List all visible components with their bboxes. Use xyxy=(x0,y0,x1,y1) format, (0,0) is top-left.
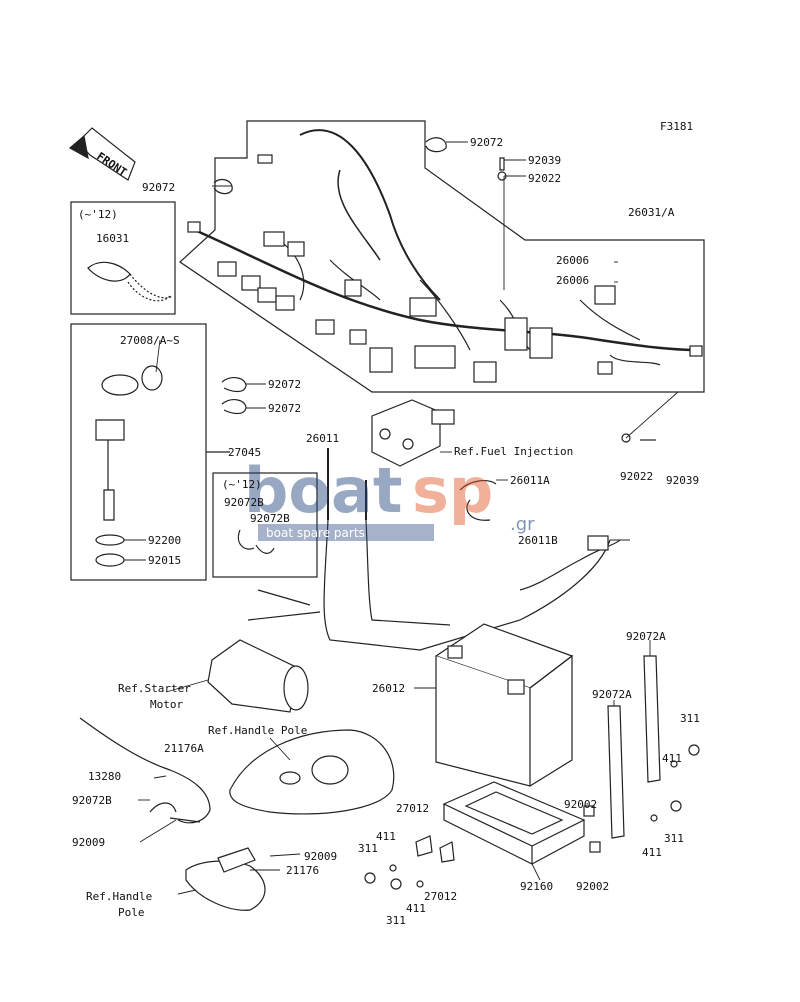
ignition-box xyxy=(70,323,207,581)
label-92072B-c: 92072B xyxy=(72,794,112,807)
label-92072-c1: 92072 xyxy=(268,378,301,391)
main-harness xyxy=(189,226,699,352)
label-26012: 26012 xyxy=(372,682,405,695)
label-27045: 27045 xyxy=(228,446,261,459)
starter-motor xyxy=(207,589,321,713)
strap-short xyxy=(607,705,625,839)
battery-26012 xyxy=(434,623,574,787)
label-311-d: 311 xyxy=(386,914,406,927)
label-92039-top: 92039 xyxy=(528,154,561,167)
label-92009-a: 92009 xyxy=(72,836,105,849)
label-27012-a: 27012 xyxy=(396,802,429,815)
label-311-b: 311 xyxy=(664,832,684,845)
label-92022-top: 92022 xyxy=(528,172,561,185)
harness-connectors xyxy=(187,154,703,383)
label-ref-fuel-injection: Ref.Fuel Injection xyxy=(454,445,573,458)
label-92072A-b: 92072A xyxy=(592,688,632,701)
label-26006-b: 26006 xyxy=(556,274,589,287)
label-27008: 27008/A~S xyxy=(120,334,180,347)
variant-note: (~'12) xyxy=(78,208,118,221)
watermark-brand-a: boat xyxy=(244,454,402,527)
label-26011B: 26011B xyxy=(518,534,558,547)
label-27012-b: 27012 xyxy=(424,890,457,903)
label-92072-left: 92072 xyxy=(142,181,175,194)
label-26006-a: 26006 xyxy=(556,254,589,267)
label-92072-top: 92072 xyxy=(470,136,503,149)
variant-note-2: (~'12) xyxy=(222,478,262,491)
battery-tray xyxy=(442,781,586,865)
hardware-parts xyxy=(364,157,700,890)
label-13280: 13280 xyxy=(88,770,121,783)
label-411-d: 411 xyxy=(406,902,426,915)
label-92009-b: 92009 xyxy=(304,850,337,863)
label-21176A: 21176A xyxy=(164,742,204,755)
lanyard-box xyxy=(70,201,176,315)
label-ref-handle-pole-top: Ref.Handle Pole xyxy=(208,724,307,737)
label-92002-b: 92002 xyxy=(576,880,609,893)
strap-long xyxy=(643,655,661,783)
label-26011: 26011 xyxy=(306,432,339,445)
harness-frame xyxy=(179,120,705,393)
watermark: boat sp .gr boat spare parts xyxy=(244,454,535,541)
label-ref-starter: Ref.Starter xyxy=(118,682,191,695)
label-92002-a: 92002 xyxy=(564,798,597,811)
label-311-a: 311 xyxy=(680,712,700,725)
label-311-c: 311 xyxy=(358,842,378,855)
handle-pole-cover xyxy=(229,729,395,815)
label-411-b: 411 xyxy=(642,846,662,859)
clamp-box xyxy=(212,472,318,578)
label-411-a: 411 xyxy=(662,752,682,765)
watermark-suffix: .gr xyxy=(510,514,535,535)
label-ref-handle-pole-bottom: Ref.Handle xyxy=(86,890,152,903)
label-26011A: 26011A xyxy=(510,474,550,487)
label-92039-r: 92039 xyxy=(666,474,699,487)
label-21176: 21176 xyxy=(286,864,319,877)
leader-lines xyxy=(124,141,679,895)
label-411-c: 411 xyxy=(376,830,396,843)
label-starter-motor: Motor xyxy=(150,698,183,711)
label-92072-c2: 92072 xyxy=(268,402,301,415)
label-92022-r: 92022 xyxy=(620,470,653,483)
watermark-tagline: boat spare parts xyxy=(266,526,365,540)
label-92160: 92160 xyxy=(520,880,553,893)
label-92072B-a: 92072B xyxy=(224,496,264,509)
figure-code: F3181 xyxy=(660,120,693,133)
front-arrow xyxy=(68,127,136,181)
label-26031: 26031/A xyxy=(628,206,675,219)
label-92200: 92200 xyxy=(148,534,181,547)
watermark-brand-b: sp xyxy=(412,454,493,527)
label-92072A-a: 92072A xyxy=(626,630,666,643)
part-labels: F3181 92072 92039 92022 92072 26031/A (~… xyxy=(72,120,700,927)
label-pole: Pole xyxy=(118,906,145,919)
fuel-injection-unit xyxy=(371,399,455,467)
label-92015: 92015 xyxy=(148,554,181,567)
label-16031: 16031 xyxy=(96,232,129,245)
label-92072B-b: 92072B xyxy=(250,512,290,525)
